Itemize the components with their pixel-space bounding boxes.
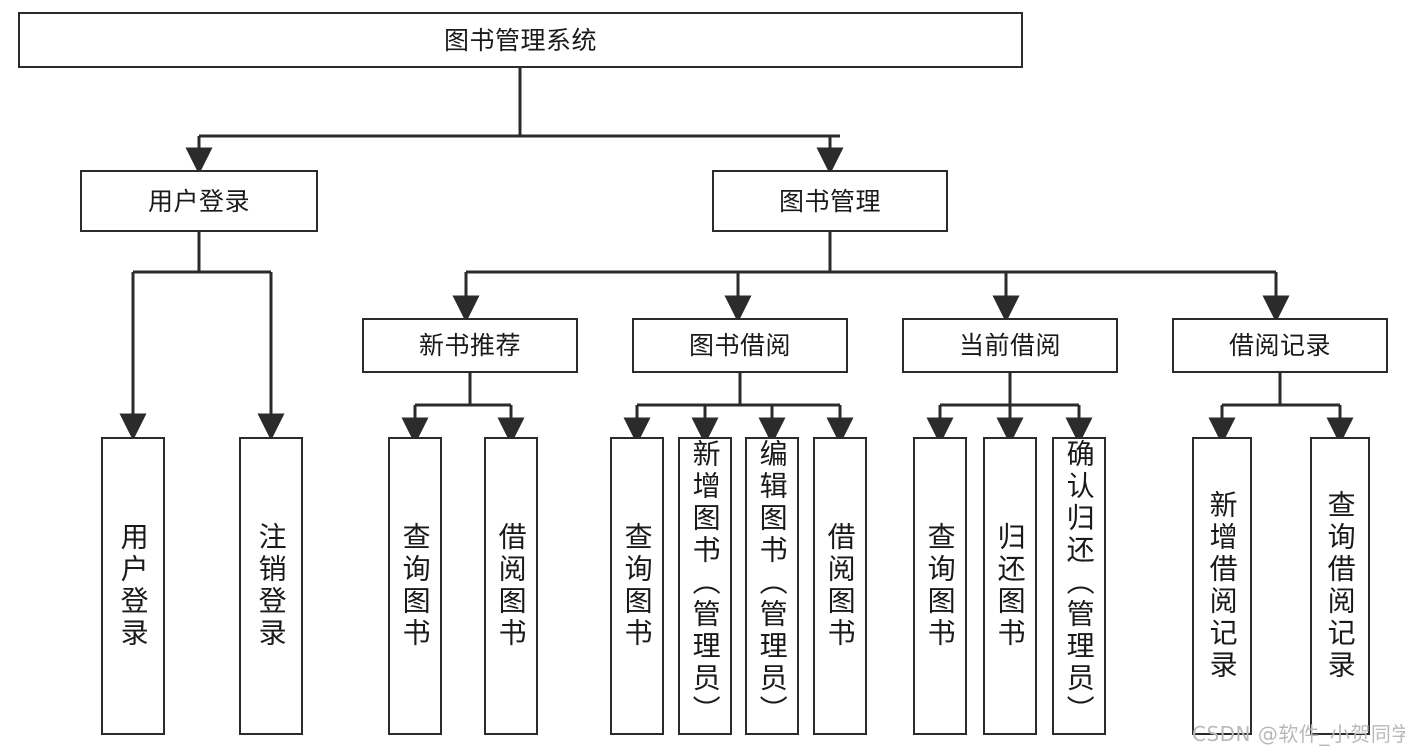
node-borrow-record[interactable]: 借阅记录 <box>1172 318 1388 373</box>
node-book-manage-label: 图书管理 <box>778 186 881 216</box>
node-leaf-add-book-label: 新增图书（管理员） <box>688 439 722 727</box>
node-leaf-confirm-return[interactable]: 确认归还（管理员） <box>1052 437 1106 735</box>
node-leaf-query-book-1-label: 查询图书 <box>398 522 432 650</box>
node-leaf-borrow-book-1[interactable]: 借阅图书 <box>484 437 538 735</box>
watermark: CSDN @软件_小贺同学 <box>1192 722 1405 746</box>
node-leaf-borrow-book-1-label: 借阅图书 <box>494 522 528 650</box>
node-book-borrow[interactable]: 图书借阅 <box>632 318 848 373</box>
node-leaf-confirm-return-label: 确认归还（管理员） <box>1062 439 1096 727</box>
node-new-book-recommend-label: 新书推荐 <box>418 331 521 360</box>
node-current-borrow-label: 当前借阅 <box>958 331 1061 360</box>
node-root-label: 图书管理系统 <box>443 25 597 55</box>
node-leaf-query-record[interactable]: 查询借阅记录 <box>1310 437 1370 735</box>
node-leaf-user-login-label: 用户登录 <box>116 522 150 650</box>
node-leaf-logout[interactable]: 注销登录 <box>239 437 303 735</box>
node-book-manage[interactable]: 图书管理 <box>712 170 948 232</box>
node-book-borrow-label: 图书借阅 <box>688 331 791 360</box>
node-leaf-query-book-2[interactable]: 查询图书 <box>610 437 664 735</box>
node-leaf-borrow-book-2[interactable]: 借阅图书 <box>813 437 867 735</box>
node-leaf-query-book-3-label: 查询图书 <box>923 522 957 650</box>
node-leaf-edit-book[interactable]: 编辑图书（管理员） <box>745 437 799 735</box>
node-borrow-record-label: 借阅记录 <box>1228 331 1331 360</box>
node-leaf-query-book-1[interactable]: 查询图书 <box>388 437 442 735</box>
node-leaf-return-book[interactable]: 归还图书 <box>983 437 1037 735</box>
node-leaf-return-book-label: 归还图书 <box>993 522 1027 650</box>
node-leaf-add-book[interactable]: 新增图书（管理员） <box>678 437 732 735</box>
node-leaf-query-record-label: 查询借阅记录 <box>1323 490 1357 682</box>
node-leaf-add-record[interactable]: 新增借阅记录 <box>1192 437 1252 735</box>
node-user-login-label: 用户登录 <box>147 186 250 216</box>
node-new-book-recommend[interactable]: 新书推荐 <box>362 318 578 373</box>
node-current-borrow[interactable]: 当前借阅 <box>902 318 1118 373</box>
node-leaf-edit-book-label: 编辑图书（管理员） <box>755 439 789 727</box>
node-leaf-query-book-3[interactable]: 查询图书 <box>913 437 967 735</box>
node-user-login[interactable]: 用户登录 <box>80 170 318 232</box>
node-leaf-borrow-book-2-label: 借阅图书 <box>823 522 857 650</box>
node-leaf-add-record-label: 新增借阅记录 <box>1205 490 1239 682</box>
node-leaf-query-book-2-label: 查询图书 <box>620 522 654 650</box>
node-root[interactable]: 图书管理系统 <box>18 12 1023 68</box>
node-leaf-logout-label: 注销登录 <box>254 522 288 650</box>
node-leaf-user-login[interactable]: 用户登录 <box>101 437 165 735</box>
